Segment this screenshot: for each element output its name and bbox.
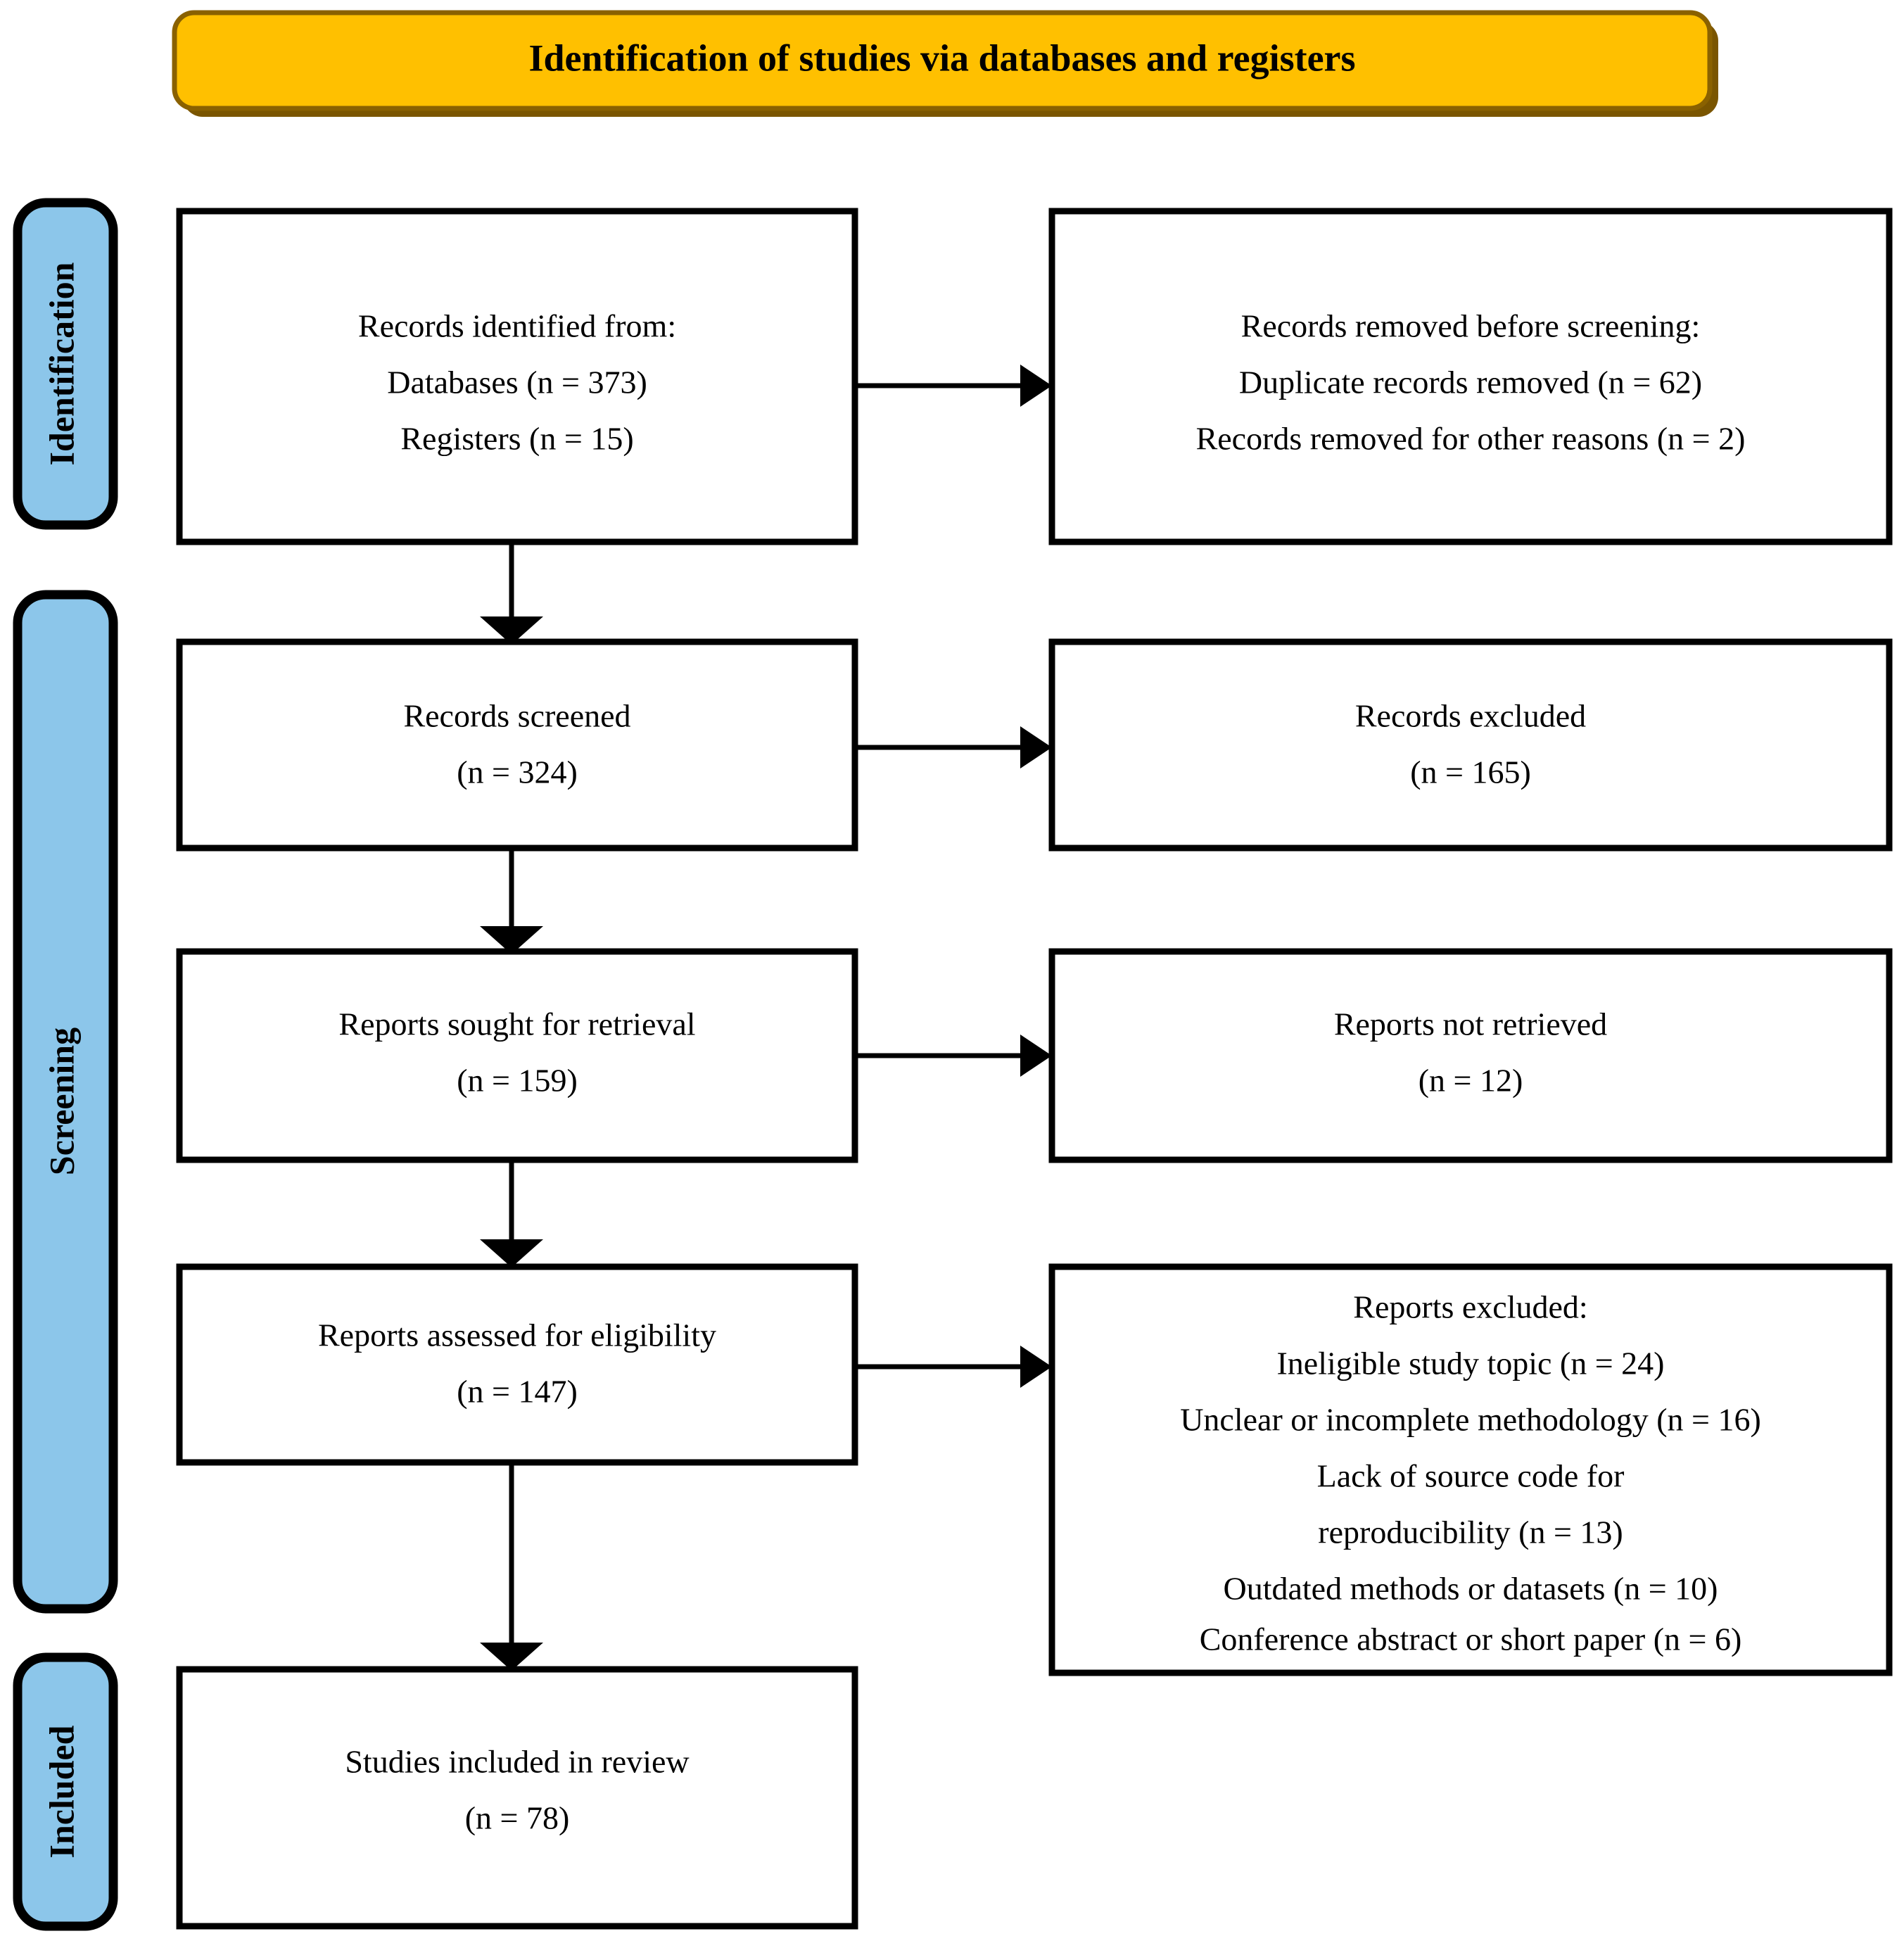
- box-reports-excluded-line-3: Unclear or incomplete methodology (n = 1…: [1180, 1402, 1761, 1438]
- box-reports-excluded: Reports excluded: Ineligible study topic…: [1048, 1263, 1893, 1676]
- box-records-excluded-line-2: (n = 165): [1410, 754, 1531, 790]
- box-reports-excluded-line-2: Ineligible study topic (n = 24): [1276, 1346, 1664, 1381]
- box-reports-sought-line-1: Reports sought for retrieval: [338, 1006, 695, 1042]
- box-reports-assessed-body: [176, 1263, 858, 1466]
- box-records-identified-line-2: Databases (n = 373): [387, 365, 647, 400]
- box-records-excluded-line-1: Records excluded: [1355, 698, 1586, 734]
- stage-bar-included: Included: [13, 1652, 118, 1931]
- box-reports-not-retrieved: Reports not retrieved (n = 12): [1048, 948, 1893, 1163]
- stage-bar-screening-label: Screening: [42, 1027, 81, 1175]
- box-reports-excluded-line-5: reproducibility (n = 13): [1318, 1514, 1623, 1550]
- box-records-screened: Records screened (n = 324): [176, 638, 858, 852]
- stage-bar-included-label: Included: [42, 1725, 81, 1858]
- box-studies-included: Studies included in review (n = 78): [176, 1666, 858, 1930]
- box-reports-sought-line-2: (n = 159): [457, 1063, 578, 1099]
- box-records-removed-body: [1048, 208, 1893, 545]
- box-records-identified-line-1: Records identified from:: [358, 308, 676, 344]
- box-records-removed-line-2: Duplicate records removed (n = 62): [1239, 365, 1702, 400]
- box-records-excluded-body: [1048, 638, 1893, 852]
- box-reports-assessed-line-1: Reports assessed for eligibility: [318, 1317, 716, 1353]
- box-reports-sought: Reports sought for retrieval (n = 159): [176, 948, 858, 1163]
- arrow-assessed-to-included: [480, 1462, 543, 1671]
- box-reports-not-retrieved-line-1: Reports not retrieved: [1334, 1006, 1607, 1042]
- stage-bar-screening: Screening: [13, 590, 118, 1614]
- box-reports-assessed: Reports assessed for eligibility (n = 14…: [176, 1263, 858, 1466]
- box-records-screened-line-1: Records screened: [403, 698, 630, 734]
- stage-bar-screening-body: [13, 590, 118, 1614]
- box-reports-not-retrieved-body: [1048, 948, 1893, 1163]
- box-reports-not-retrieved-line-2: (n = 12): [1419, 1063, 1523, 1099]
- box-studies-included-line-1: Studies included in review: [345, 1744, 690, 1780]
- box-reports-sought-body: [176, 948, 858, 1163]
- box-studies-included-line-2: (n = 78): [465, 1800, 570, 1836]
- arrow-assessed-to-reports-excluded: [855, 1346, 1052, 1388]
- box-reports-excluded-body: [1048, 1263, 1893, 1676]
- box-records-identified-body: [176, 208, 858, 545]
- header-banner-body: [172, 10, 1713, 111]
- box-reports-excluded-line-1: Reports excluded:: [1353, 1289, 1587, 1325]
- box-records-removed-line-1: Records removed before screening:: [1241, 308, 1701, 344]
- box-records-screened-body: [176, 638, 858, 852]
- arrow-screened-to-excluded: [855, 726, 1052, 769]
- box-reports-excluded-line-4: Lack of source code for: [1317, 1458, 1625, 1494]
- box-reports-excluded-line-6: Outdated methods or datasets (n = 10): [1223, 1571, 1718, 1607]
- stage-bar-identification-label: Identification: [42, 262, 81, 465]
- arrow-identified-to-screened: [480, 542, 543, 645]
- box-records-excluded: Records excluded (n = 165): [1048, 638, 1893, 852]
- box-records-identified-line-3: Registers (n = 15): [400, 421, 633, 457]
- arrow-identified-to-removed: [855, 365, 1052, 407]
- header-title: Identification of studies via databases …: [528, 37, 1355, 79]
- arrow-sought-to-not-retrieved: [855, 1035, 1052, 1077]
- header-banner: Identification of studies via databases …: [172, 10, 1718, 117]
- box-records-removed: Records removed before screening: Duplic…: [1048, 208, 1893, 545]
- arrow-screened-to-sought: [480, 849, 543, 954]
- arrow-sought-to-assessed: [480, 1161, 543, 1267]
- stage-bar-identification: Identification: [13, 198, 118, 530]
- box-records-screened-line-2: (n = 324): [457, 754, 578, 790]
- box-reports-assessed-line-2: (n = 147): [457, 1374, 578, 1410]
- box-studies-included-body: [176, 1666, 858, 1930]
- box-records-identified: Records identified from: Databases (n = …: [176, 208, 858, 545]
- box-reports-excluded-line-7: Conference abstract or short paper (n = …: [1200, 1621, 1742, 1657]
- box-records-removed-line-3: Records removed for other reasons (n = 2…: [1196, 421, 1746, 457]
- stage-bar-identification-body: [13, 198, 118, 530]
- stage-bar-included-body: [13, 1652, 118, 1931]
